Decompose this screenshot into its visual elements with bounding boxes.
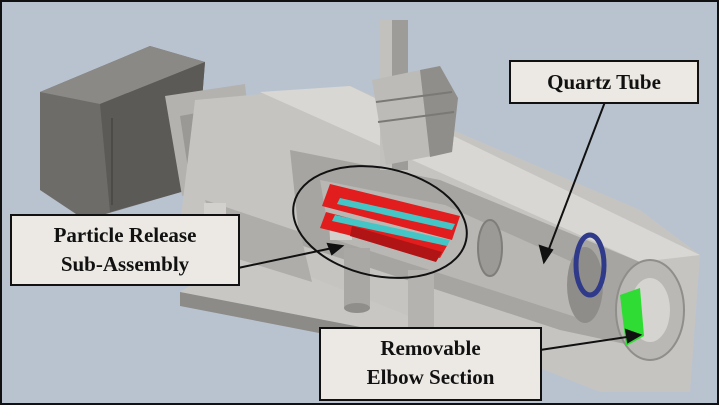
- highlight-ellipse: [292, 165, 468, 279]
- particle-release-parts: [320, 184, 460, 262]
- label-particle-release: Particle Release Sub-Assembly: [10, 214, 240, 286]
- particle-release-line-1: Particle Release: [53, 223, 197, 247]
- label-quartz-tube: Quartz Tube: [509, 60, 699, 104]
- elbow-section: [615, 259, 685, 361]
- quartz-tube-text: Quartz Tube: [547, 70, 661, 94]
- particle-release-line-2: Sub-Assembly: [60, 252, 190, 276]
- removable-elbow-line-1: Removable: [380, 336, 481, 360]
- o-ring: [573, 232, 607, 298]
- label-removable-elbow: Removable Elbow Section: [319, 327, 542, 401]
- removable-elbow-line-2: Elbow Section: [366, 365, 495, 389]
- callout-arrows: [237, 93, 643, 351]
- top-fitting: [372, 20, 458, 170]
